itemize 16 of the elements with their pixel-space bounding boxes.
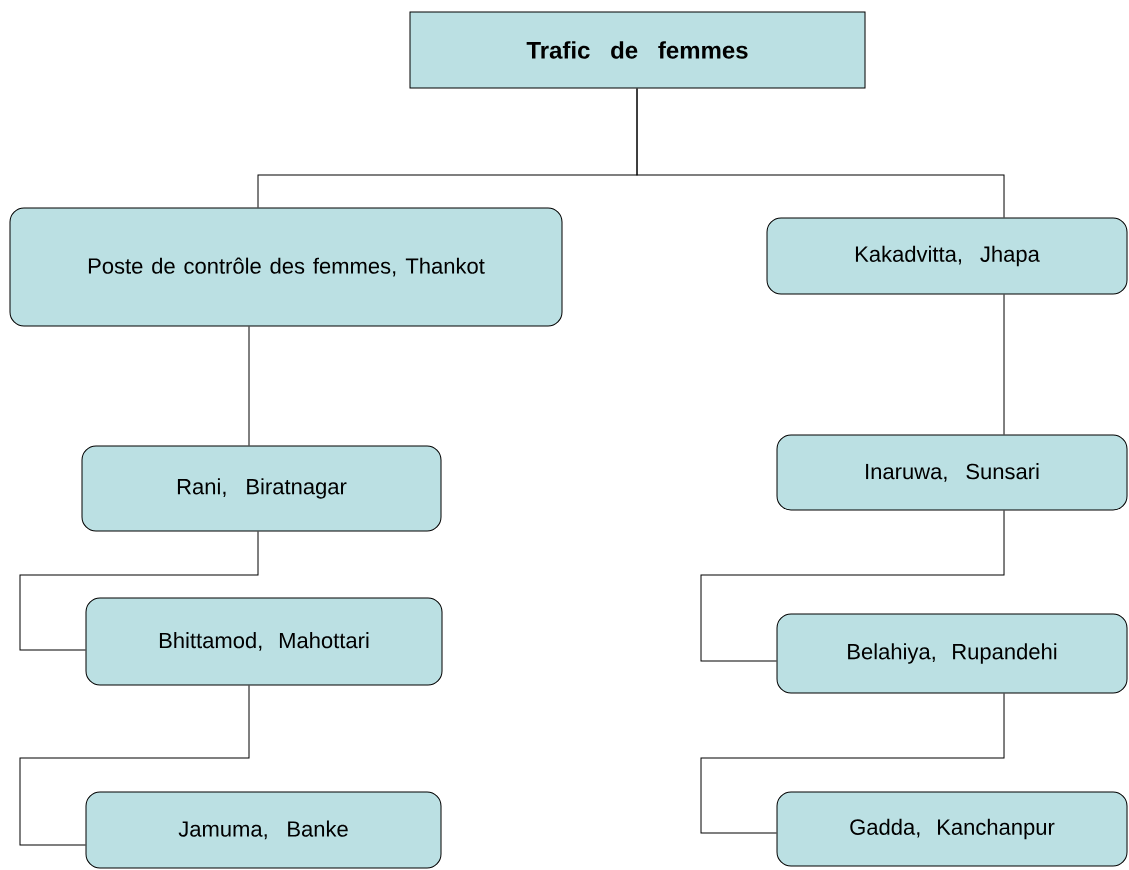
- process-box: Kakadvitta, Jhapa: [766, 217, 1128, 295]
- process-box: Bhittamod, Mahottari: [85, 597, 443, 686]
- title-box: Trafic de femmes: [409, 11, 866, 89]
- connector-line: [248, 326, 250, 446]
- process-box: Gadda, Kanchanpur: [776, 791, 1128, 867]
- process-box: Inaruwa, Sunsari: [776, 434, 1128, 511]
- process-box: Jamuma, Banke: [85, 791, 442, 869]
- connector-line: [636, 88, 1005, 218]
- process-box: Poste de contrôle des femmes, Thankot: [9, 207, 563, 327]
- connector-line: [700, 693, 1005, 834]
- connector-line: [700, 510, 1005, 662]
- process-box: Rani, Biratnagar: [81, 445, 442, 532]
- connector-line: [1003, 294, 1005, 435]
- connector-line: [19, 531, 259, 651]
- connector-line: [19, 685, 250, 846]
- process-box: Belahiya, Rupandehi: [776, 613, 1128, 694]
